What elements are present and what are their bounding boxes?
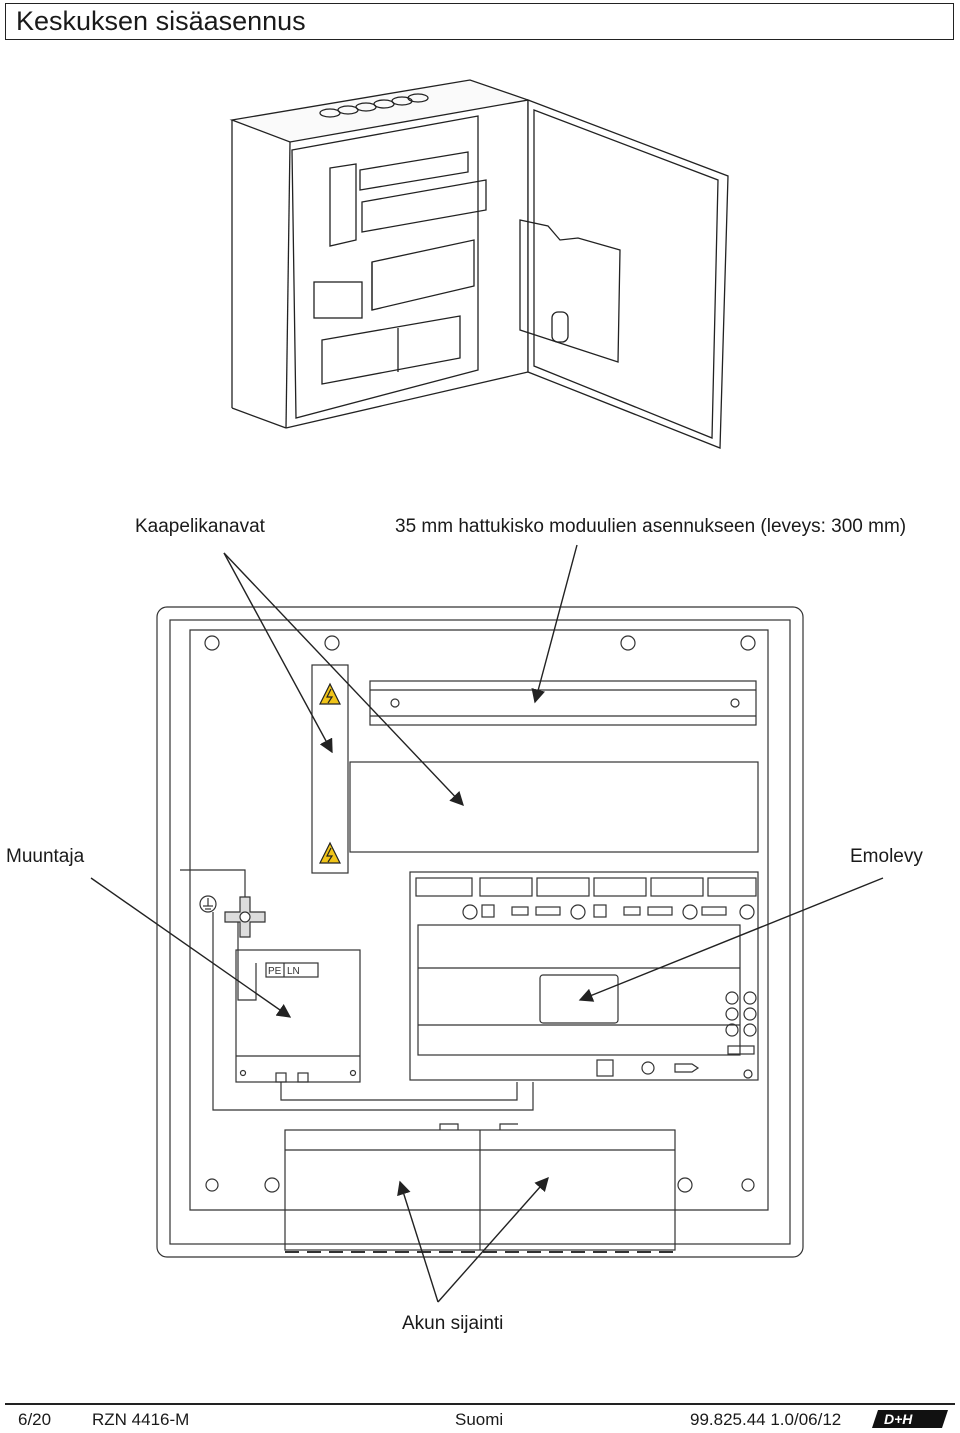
label-battery-location: Akun sijainti — [402, 1313, 504, 1334]
footer-version: 99.825.44 1.0/06/12 — [690, 1410, 842, 1429]
pe-terminal-label: PE — [268, 966, 282, 977]
label-motherboard: Emolevy — [850, 846, 923, 867]
label-transformer: Muuntaja — [6, 846, 85, 867]
footer-page-number: 6/20 — [18, 1410, 52, 1429]
panel-front-view: PE LN — [90, 544, 884, 1303]
footer-divider — [5, 1403, 955, 1405]
footer-language: Suomi — [455, 1410, 504, 1429]
cabinet-isometric-illustration — [229, 79, 729, 449]
dh-logo-text: D+H — [884, 1411, 913, 1427]
label-din-rail: 35 mm hattukisko moduulien asennukseen (… — [395, 516, 907, 537]
dh-logo: D+H — [872, 1410, 948, 1428]
ln-terminal-label: LN — [287, 966, 300, 977]
page-title: Keskuksen sisäasennus — [16, 6, 306, 36]
label-cable-channels: Kaapelikanavat — [135, 516, 265, 537]
page-title-box: Keskuksen sisäasennus — [5, 3, 954, 40]
footer-doc-code: RZN 4416-M — [92, 1410, 190, 1429]
